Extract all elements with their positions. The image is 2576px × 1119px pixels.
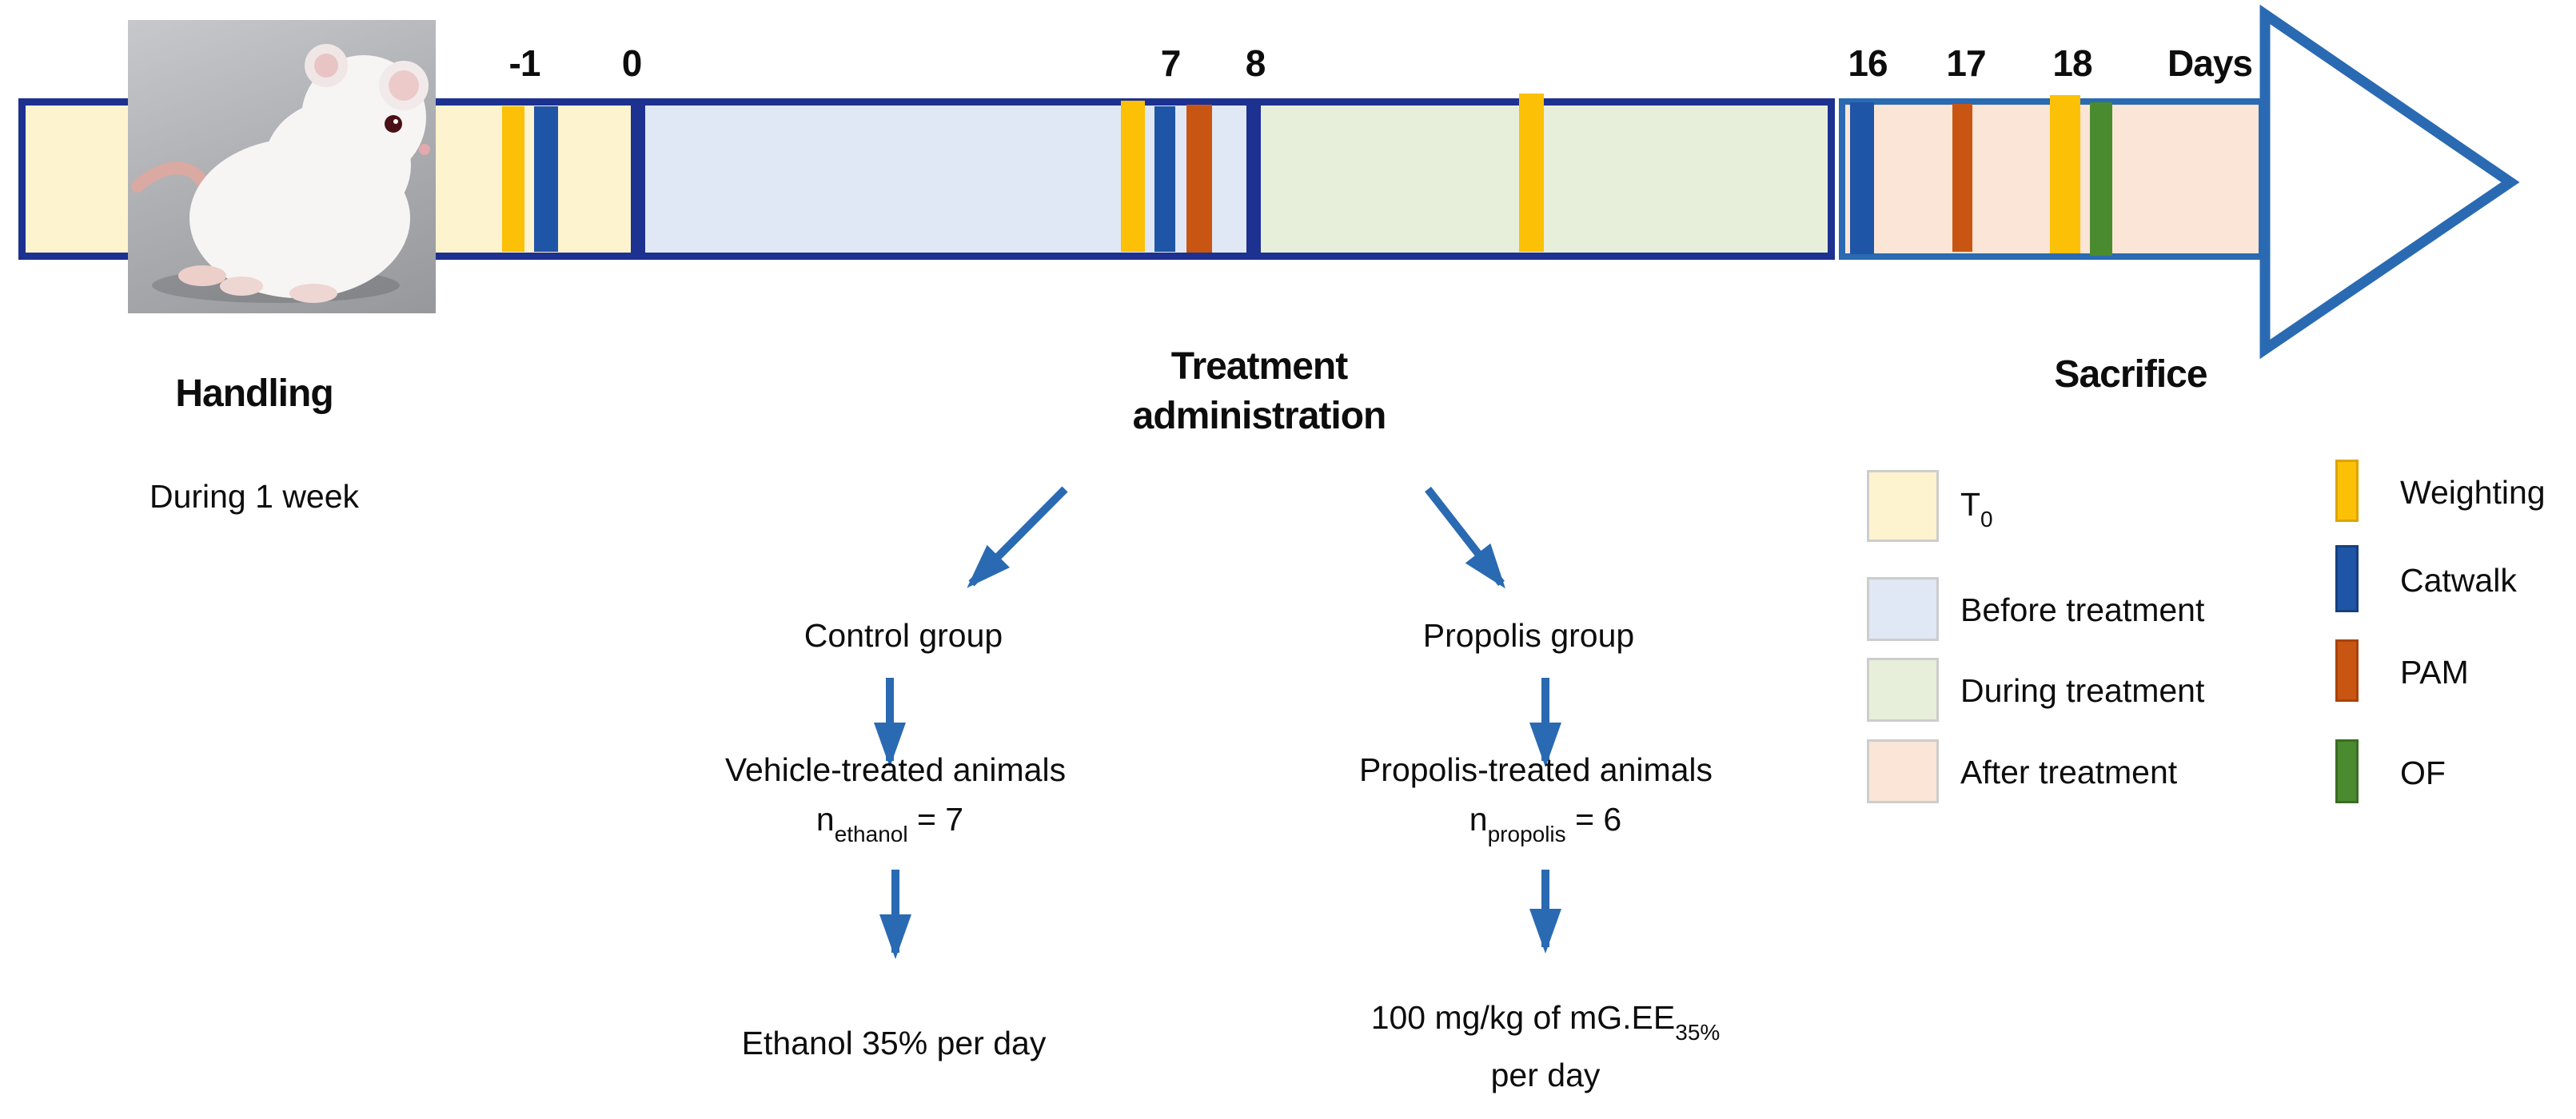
timeline-arrow-head (2259, 4, 2520, 360)
legend-bar-of (2335, 739, 2359, 803)
catwalk-marker-day16 (1850, 102, 1874, 254)
control-n-value: = 7 (916, 801, 964, 838)
propolis-n-subscript: propolis (1487, 822, 1566, 846)
weighting-marker-day18 (2050, 95, 2080, 253)
day-label-0: 0 (621, 42, 643, 84)
legend-label-of: OF (2400, 755, 2446, 791)
flowchart-arrows (874, 486, 1561, 959)
legend-label-pam: PAM (2400, 654, 2469, 691)
rat-illustration (131, 44, 430, 303)
legend-swatch-t0 (1867, 470, 1939, 542)
of-marker-day18 (2090, 102, 2112, 256)
day-label-8: 8 (1245, 42, 1266, 84)
propolis-group-label: Propolis group (1422, 617, 1635, 654)
legend-label-during-treatment: During treatment (1960, 672, 2205, 709)
arrow-to-control-group (967, 486, 1068, 588)
legend-bar-pam (2335, 639, 2359, 702)
treatment-line2: administration (1132, 395, 1387, 437)
timeline-segment-during-treatment (1254, 98, 1835, 260)
weighting-marker-day7 (1121, 101, 1145, 252)
timeline-segment-before-treatment (638, 98, 1254, 260)
vehicle-animals-label: Vehicle-treated animals (724, 751, 1067, 788)
propolis-dose-line1: 100 mg/kg of mG.EE35% (1371, 999, 1721, 1045)
treatment-line1: Treatment (1170, 345, 1348, 388)
legend-t0-main: T (1960, 486, 1981, 523)
propolis-n-prefix: n (1469, 801, 1488, 838)
pam-marker-day17 (1952, 104, 1972, 252)
day-label-neg1: -1 (508, 42, 541, 84)
legend-label-weighting: Weighting (2400, 474, 2546, 511)
propolis-n-label: npropolis = 6 (1469, 801, 1621, 847)
pam-marker-day7 (1186, 105, 1212, 253)
control-n-subscript: ethanol (834, 822, 908, 846)
legend-label-after-treatment: After treatment (1960, 754, 2178, 790)
legend-label-t0: T0 (1960, 486, 1993, 532)
handling-subtitle: During 1 week (149, 478, 360, 515)
day-label-18: 18 (2052, 42, 2092, 84)
legend-bar-weighting (2335, 460, 2359, 522)
propolis-dose-line2: per day (1490, 1057, 1601, 1093)
legend-label-before-treatment: Before treatment (1960, 591, 2205, 628)
legend-swatch-after-treatment (1867, 739, 1939, 803)
catwalk-marker-day-neg1 (534, 106, 558, 252)
treatment-administration-title: Treatment administration (1132, 342, 1387, 441)
handling-title: Handling (175, 372, 333, 415)
days-axis-label: Days (2167, 42, 2253, 84)
propolis-dose-main: 100 mg/kg of mG.EE (1370, 999, 1676, 1036)
propolis-animals-label: Propolis-treated animals (1358, 751, 1713, 788)
weighting-marker-mid-treatment (1519, 94, 1544, 252)
rat-photo (128, 20, 436, 313)
day-label-17: 17 (1946, 42, 1986, 84)
legend-swatch-during-treatment (1867, 658, 1939, 722)
control-dose-label: Ethanol 35% per day (741, 1025, 1047, 1061)
legend-swatch-before-treatment (1867, 577, 1939, 641)
legend-label-catwalk: Catwalk (2400, 562, 2517, 599)
control-group-label: Control group (804, 617, 1003, 654)
day-label-16: 16 (1848, 42, 1888, 84)
legend-bar-catwalk (2335, 545, 2359, 612)
day-label-7: 7 (1160, 42, 1182, 84)
weighting-marker-day-neg1 (502, 106, 524, 252)
legend-t0-subscript: 0 (1980, 507, 1993, 532)
control-n-prefix: n (815, 801, 835, 838)
control-n-label: nethanol = 7 (816, 801, 963, 847)
arrow-to-propolis-group (1425, 486, 1505, 589)
sacrifice-title: Sacrifice (2054, 353, 2207, 396)
propolis-n-value: = 6 (1575, 801, 1622, 838)
catwalk-marker-day7 (1154, 106, 1175, 252)
propolis-dose-subscript: 35% (1675, 1020, 1721, 1045)
